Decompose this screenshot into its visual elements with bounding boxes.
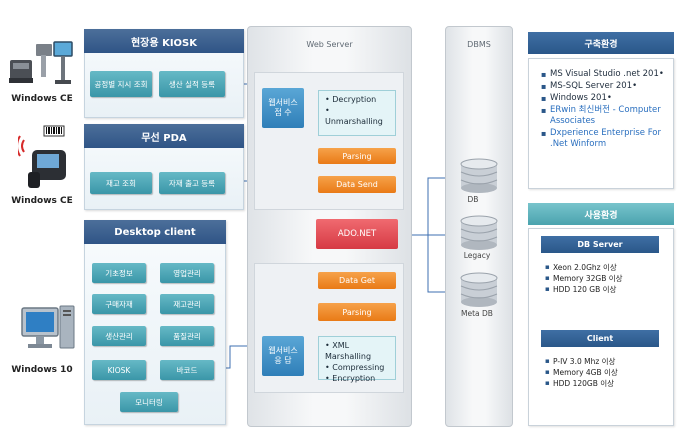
parsing-step-top: Parsing [318, 148, 396, 164]
legacy-label: Legacy [463, 251, 491, 260]
ado-net-box: ADO.NET [316, 219, 398, 249]
meta-db-label: Meta DB [461, 309, 493, 318]
data-get-step: Data Get [318, 272, 396, 289]
pda-device-icon [18, 125, 66, 188]
kiosk-device-icon [9, 41, 73, 84]
sales-management-button[interactable]: 영업관리 [160, 263, 214, 283]
inventory-query-button[interactable]: 재고 조회 [90, 172, 152, 194]
db-server-spec-item: Memory 32GB 이상 [545, 273, 663, 284]
db-server-spec-item: Xeon 2.0Ghz 이상 [545, 262, 663, 273]
use-env-title: 사용환경 [528, 203, 674, 225]
build-env-title: 구축환경 [528, 32, 674, 54]
basic-info-button[interactable]: 기초정보 [92, 263, 146, 283]
decryption-box: • Decryption • Unmarshalling [318, 90, 396, 136]
desktop-computer-icon [21, 305, 75, 349]
legacy-cylinder-icon [460, 215, 498, 250]
unmarshalling-step: • Unmarshalling [325, 106, 383, 126]
client-spec-item: Memory 4GB 이상 [545, 367, 663, 378]
db-cylinder-icon [460, 158, 498, 193]
build-env-box: MS Visual Studio .net 201• MS-SQL Server… [528, 58, 674, 189]
use-env-box [528, 228, 674, 426]
windows-10-label: Windows 10 [11, 365, 73, 375]
meta-db-cylinder-icon [460, 272, 498, 307]
marshalling-box: • XML Marshalling • Compressing • Encryp… [318, 336, 396, 383]
monitoring-button[interactable]: 모니터링 [120, 392, 178, 412]
parsing-step-bottom: Parsing [318, 303, 396, 321]
db-server-specs: Xeon 2.0Ghz 이상 Memory 32GB 이상 HDD 120 GB… [545, 262, 663, 295]
build-env-list: MS Visual Studio .net 201• MS-SQL Server… [541, 69, 665, 150]
client-title: Client [541, 330, 659, 347]
process-order-query-button[interactable]: 공정별 지시 조회 [90, 71, 152, 97]
desktop-client-panel-title: Desktop client [84, 220, 226, 244]
kiosk-panel-title: 현장용 KIOSK [84, 29, 244, 53]
encryption-step: • Encryption [325, 374, 376, 383]
client-spec-item: HDD 120GB 이상 [545, 378, 663, 389]
build-env-item: ERwin 최신버전 - Computer Associates [541, 105, 665, 127]
xml-marshalling-step: • XML Marshalling [325, 341, 372, 361]
web-service-respond-box: 웹서비스 응 답 [262, 336, 304, 376]
production-result-register-button[interactable]: 생산 실적 등록 [159, 71, 225, 97]
windows-ce-label-2: Windows CE [11, 196, 73, 206]
build-env-item: MS Visual Studio .net 201• [541, 69, 665, 80]
material-issue-register-button[interactable]: 자재 출고 등록 [159, 172, 225, 194]
web-server-title: Web Server [306, 40, 353, 49]
web-service-receive-label: 웹서비스 접 수 [268, 98, 298, 117]
db-server-spec-item: HDD 120 GB 이상 [545, 284, 663, 295]
db-label: DB [467, 195, 479, 204]
pda-panel-title: 무선 PDA [84, 124, 244, 148]
web-service-respond-label: 웹서비스 응 답 [268, 346, 298, 365]
purchase-material-button[interactable]: 구매자재 [92, 294, 146, 314]
client-spec-item: P-IV 3.0 Mhz 이상 [545, 356, 663, 367]
build-env-item: Windows 201• [541, 93, 665, 104]
inventory-management-button[interactable]: 재고관리 [160, 294, 214, 314]
compressing-step: • Compressing [325, 363, 385, 372]
build-env-item: MS-SQL Server 201• [541, 81, 665, 92]
client-specs: P-IV 3.0 Mhz 이상 Memory 4GB 이상 HDD 120GB … [545, 356, 663, 389]
data-send-step: Data Send [318, 176, 396, 193]
dbms-title: DBMS [467, 40, 491, 49]
kiosk-button[interactable]: KIOSK [92, 360, 146, 380]
db-server-title: DB Server [541, 236, 659, 253]
build-env-item: Dxperience Enterprise For .Net Winform [541, 128, 665, 150]
windows-ce-label: Windows CE [11, 94, 73, 104]
barcode-button[interactable]: 바코드 [160, 360, 214, 380]
quality-management-button[interactable]: 품질관리 [160, 326, 214, 346]
decryption-step: • Decryption [325, 95, 377, 104]
web-service-receive-box: 웹서비스 접 수 [262, 88, 304, 128]
production-management-button[interactable]: 생산관리 [92, 326, 146, 346]
